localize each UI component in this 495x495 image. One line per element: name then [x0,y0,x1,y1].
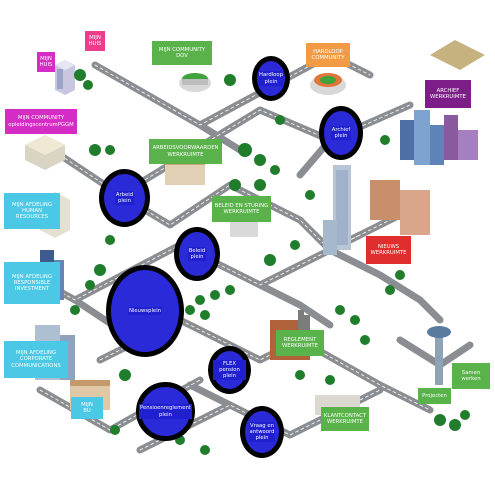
label-mijn-afdeling-ri[interactable]: MIJN AFDELING RESPONSIBLE INVESTMENT [4,262,60,304]
label-nieuws-werkruimte[interactable]: NIEUWS WERKRUIMTE [366,236,411,264]
plein-flex-pension-label: FLEX pension plein [213,359,246,381]
plein-nieuws-label: Nieuwsplein [127,306,163,316]
label-mijn-huis[interactable]: MIJN HUIS [37,52,55,72]
plein-vraag-en-antwoord-label: Vraag en antwoord plein [248,421,276,443]
plein-pensioenreglement-label: Pensioenreglement plein [139,404,192,419]
plein-pensioenreglement[interactable]: Pensioenreglement plein [136,382,195,441]
plein-arbeid[interactable]: Arbeid plein [99,169,150,227]
plein-beleid-label: Beleid plein [187,246,207,262]
label-reglement-werkruimte[interactable]: REGLEMENT WERKRUIMTE [276,330,324,356]
plein-hardloop[interactable]: Hardloop plein [252,56,290,101]
label-beleid-en-sturing-werkruimte[interactable]: BELEID EN STURING WERKRUIMTE [212,196,271,222]
label-mijn-afdeling-hr[interactable]: MIJN AFDELING HUMAN RESOURCES [4,193,60,229]
building-community-dov [179,73,211,92]
plein-vraag-en-antwoord[interactable]: Vraag en antwoord plein [240,406,284,458]
plein-arbeid-label: Arbeid plein [114,190,135,206]
label-samen-werken[interactable]: Samen werken [452,363,490,389]
plein-archief[interactable]: Archief plein [319,106,363,160]
label-archief-werkruimte[interactable]: ARCHIEF WERKRUIMTE [425,80,471,108]
plein-nieuws[interactable]: Nieuwsplein [106,265,184,357]
building-mijn-huis [55,60,75,95]
plein-archief-label: Archief plein [330,125,352,141]
label-arbeidsvoorwaarden-werkruimte[interactable]: ARBEIDSVOORWAARDEN WERKRUIMTE [149,139,222,164]
building-hardloop [310,73,346,95]
building-control-tower [427,326,451,385]
label-projecten[interactable]: Projecten [418,388,451,404]
label-mijn-bu[interactable]: MIJN BU [71,397,103,419]
label-mijn-afdeling-cc[interactable]: MIJN AFDELING CORPORATE COMMUNICATIONS [4,341,68,378]
building-archief-towers [400,110,478,165]
plein-beleid[interactable]: Beleid plein [174,227,220,281]
building-tower-center [323,165,351,255]
building-warehouse [430,40,485,70]
label-mijn-community-dov[interactable]: MIJN COMMUNITY DOV [152,41,212,65]
building-nieuws [370,180,430,235]
label-klantcontact-werkruimte[interactable]: KLANTCONTACT WERKRUIMTE [321,407,369,431]
plein-flex-pension[interactable]: FLEX pension plein [208,346,251,394]
plein-hardloop-label: Hardloop plein [258,71,284,86]
label-mijn-huis-top[interactable]: MIJN HUIS [85,31,105,51]
trees [70,69,470,455]
label-hardloop-community[interactable]: HARDLOOP COMMUNITY [306,43,350,67]
label-mijn-community-opleidingscentrum[interactable]: MIJN COMMUNITY opleidingscentrumPGGM [5,109,77,134]
building-opleidingscentrum [25,135,65,170]
